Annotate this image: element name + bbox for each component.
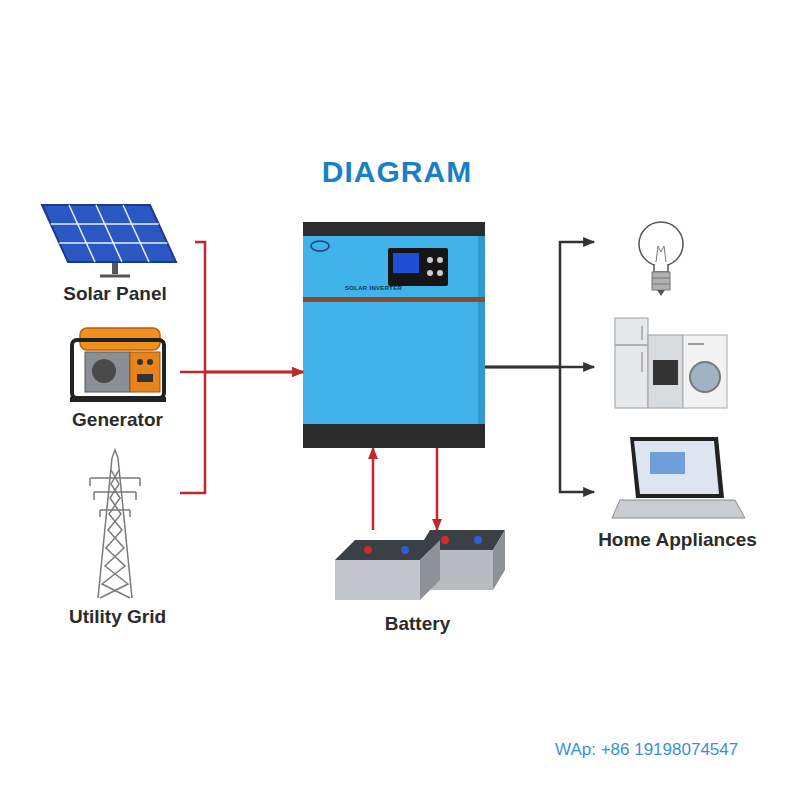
- tower-icon: [90, 450, 140, 598]
- tower-insulators: [90, 478, 140, 517]
- node-caption: Solar Panel: [63, 282, 167, 306]
- fridge: [615, 318, 648, 408]
- connector: [373, 448, 374, 530]
- connector: [485, 242, 594, 492]
- connector-line: [485, 242, 594, 367]
- appliances-icon: [615, 318, 727, 408]
- generator-panel: [130, 352, 160, 392]
- bulb-icon: [639, 222, 683, 296]
- connector-line: [436, 448, 439, 530]
- battery-terminal: [441, 536, 449, 544]
- bulb-base: [652, 272, 670, 290]
- inverter-side: [478, 236, 485, 424]
- washer-panel: [688, 343, 704, 345]
- connector-line: [485, 367, 594, 492]
- inverter-button: [437, 270, 443, 276]
- inverter-bottom: [303, 424, 485, 448]
- solar-panel-icon: [42, 205, 176, 276]
- node-caption: Utility Grid: [69, 605, 166, 629]
- node-caption: Home Appliances: [598, 528, 757, 552]
- stove: [648, 335, 683, 408]
- battery-terminal: [401, 546, 409, 554]
- utility-grid-node: Utility Grid: [55, 455, 180, 630]
- generator-starter: [92, 359, 116, 383]
- inverter-screen: [388, 248, 448, 286]
- solar-panel-node: Solar Panel: [35, 200, 195, 308]
- generator-engine: [85, 352, 130, 392]
- laptop-lid: [630, 437, 724, 498]
- connector-line: [195, 242, 303, 372]
- inverter-button: [427, 257, 433, 263]
- tower-top: [112, 450, 118, 458]
- inverter-button: [437, 257, 443, 263]
- laptop-icon: [612, 437, 745, 518]
- washer-door: [690, 362, 720, 392]
- laptop-base: [612, 500, 745, 518]
- battery-front: [335, 560, 420, 600]
- generator-feet: [70, 397, 166, 402]
- bulb-thread: [652, 278, 670, 284]
- fridge-lines: [615, 326, 648, 372]
- generator-frame: [72, 340, 164, 398]
- title-holder: DIAGRAM: [322, 155, 472, 189]
- inverter-body: [303, 222, 485, 448]
- node-caption: Battery: [385, 612, 450, 636]
- laptop-screen: [634, 441, 719, 494]
- panel-grid: [51, 205, 168, 262]
- battery-node: Battery: [330, 530, 505, 638]
- connector-line: [372, 448, 375, 530]
- panel-base: [100, 275, 130, 278]
- home-appliances-node: Home Appliances: [594, 215, 761, 555]
- battery-terminal: [474, 536, 482, 544]
- washer: [683, 335, 727, 408]
- bulb-neck: [654, 264, 668, 272]
- battery-terminal: [364, 546, 372, 554]
- battery-side: [420, 540, 440, 600]
- stove-window: [653, 360, 678, 385]
- inverter-drawing: [303, 222, 485, 448]
- laptop-window: [650, 452, 685, 474]
- connector: [195, 242, 303, 372]
- bulb-tip: [657, 290, 665, 296]
- inverter-logo: [311, 241, 329, 251]
- generator-socket: [137, 359, 143, 365]
- generator-node: Generator: [55, 320, 180, 432]
- connector-line: [180, 372, 303, 493]
- inverter-node: SOLAR INVERTER: [303, 222, 485, 448]
- connector: [437, 448, 438, 530]
- generator-socket: [147, 359, 153, 365]
- inverter-button: [427, 270, 433, 276]
- contact-watermark: WAp: +86 19198074547: [555, 740, 738, 760]
- generator-icon: [70, 328, 166, 402]
- tower-lattice: [102, 470, 130, 598]
- label-holder: WAp: +86 19198074547: [555, 740, 738, 760]
- connector: [180, 372, 303, 493]
- inverter-top: [303, 222, 485, 236]
- battery-side: [493, 530, 505, 590]
- inverter-stripe: [303, 297, 485, 302]
- battery-icon: [335, 530, 505, 600]
- inverter-lcd: [393, 253, 419, 273]
- bulb-filament: [656, 246, 666, 262]
- panel-face: [42, 205, 176, 262]
- bulb-glass: [639, 222, 683, 266]
- generator-switch: [137, 374, 153, 382]
- node-caption: Generator: [72, 408, 163, 432]
- node-caption: SOLAR INVERTER: [345, 285, 402, 292]
- diagram-title: DIAGRAM: [322, 155, 472, 189]
- tower-legs: [98, 458, 132, 598]
